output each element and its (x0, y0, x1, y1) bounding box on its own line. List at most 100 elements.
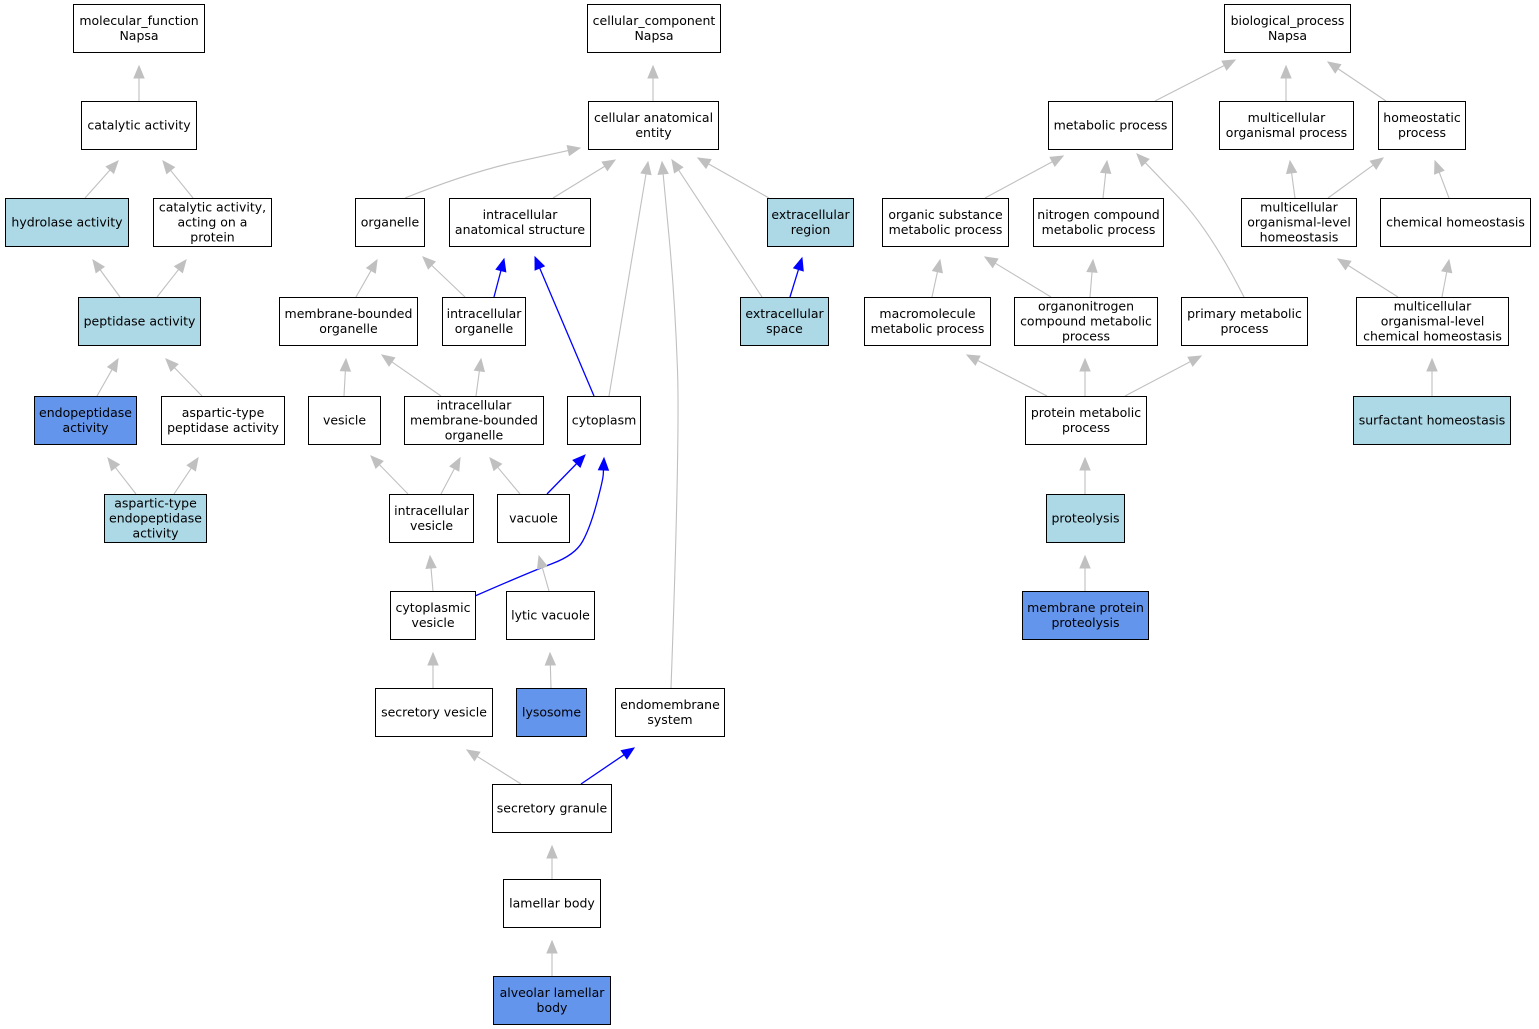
node-vesicle[interactable]: vesicle (308, 396, 381, 445)
node-label-cc-root: Napsa (634, 28, 673, 43)
node-label-chem-homeo: chemical homeostasis (1386, 215, 1525, 230)
edge-secretory-granule-to-endomembrane (580, 747, 636, 785)
edge-endomembrane-to-cae (657, 160, 679, 689)
node-organelle[interactable]: organelle (355, 198, 425, 247)
edge-lytic-vacuole-to-vacuole-arrowhead (536, 554, 548, 570)
edge-organelle-to-cae-line (404, 149, 570, 199)
edge-ias-to-cae-line (552, 165, 606, 199)
node-label-homeostatic: process (1398, 125, 1446, 140)
edge-secretory-vesicle-to-cyto-vesicle (427, 651, 439, 688)
edge-protein-met-to-macromolecule-arrowhead (965, 354, 981, 366)
node-box-lamellar-body (503, 879, 601, 928)
node-label-multi-homeo: multicellular (1260, 200, 1339, 215)
edge-lamellar-body-to-secretory-granule (546, 844, 558, 879)
edge-macromolecule-to-organic-sub-line (931, 270, 939, 298)
node-box-mbo (279, 297, 418, 346)
node-cytoplasm[interactable]: cytoplasm (567, 396, 641, 445)
edge-imbo-to-intra-org-line (475, 369, 481, 397)
edge-endopeptidase-to-peptidase-arrowhead (106, 357, 119, 373)
node-box-vesicle (308, 396, 381, 445)
edge-intra-vesicle-to-vesicle-arrowhead (370, 455, 384, 469)
node-hydrolase[interactable]: hydrolase activity (5, 198, 129, 247)
node-box-homeostatic (1378, 101, 1466, 150)
node-label-membrane-prot: proteolysis (1051, 615, 1119, 630)
edge-secretory-vesicle-to-cyto-vesicle-arrowhead (427, 651, 439, 666)
node-proteolysis[interactable]: proteolysis (1046, 494, 1125, 543)
node-label-endomembrane: endomembrane (620, 697, 720, 712)
edge-endomembrane-to-cae-line (662, 172, 679, 689)
node-lysosome[interactable]: lysosome (516, 688, 587, 737)
node-box-mf-root (73, 4, 205, 53)
node-peptidase[interactable]: peptidase activity (78, 297, 201, 346)
edge-mbo-to-organelle-line (355, 269, 373, 298)
node-lytic-vacuole[interactable]: lytic vacuole (506, 591, 595, 640)
edge-nitrogen-to-metabolic (1099, 159, 1112, 199)
node-surfactant[interactable]: surfactant homeostasis (1353, 396, 1511, 445)
edge-protein-met-to-primary-arrowhead (1187, 355, 1203, 367)
node-box-secretory-granule (492, 784, 612, 833)
node-secretory-vesicle[interactable]: secretory vesicle (375, 688, 493, 737)
edge-macromolecule-to-organic-sub-arrowhead (931, 258, 943, 274)
edge-ias-to-cae (552, 159, 617, 199)
edge-multi-org-to-bp-root-arrowhead (1280, 64, 1292, 79)
edge-ias-to-cae-arrowhead (601, 159, 617, 172)
edge-lytic-vacuole-to-vacuole-line (541, 566, 550, 592)
node-label-multi-homeo: organismal-level (1247, 215, 1351, 230)
edge-catalytic-to-mf-root-arrowhead (133, 64, 145, 79)
node-label-intra-vesicle: intracellular (394, 503, 470, 518)
node-box-intra-vesicle (389, 494, 474, 543)
edge-lysosome-to-lytic-vacuole (544, 651, 557, 689)
edge-peptidase-to-cat-protein-arrowhead (173, 258, 187, 274)
edge-organonitrogen-to-nitrogen-line (1089, 270, 1093, 298)
edge-multi-homeo-to-homeostatic-arrowhead (1369, 157, 1385, 171)
node-label-extra-space: space (766, 321, 803, 336)
node-box-asp-peptidase (161, 396, 285, 445)
node-vacuole[interactable]: vacuole (497, 494, 570, 543)
edge-intra-org-to-ias-arrowhead (495, 257, 507, 273)
node-chem-homeo[interactable]: chemical homeostasis (1380, 198, 1531, 247)
node-secretory-granule[interactable]: secretory granule (492, 784, 612, 833)
edge-multi-homeo-to-multi-org-line (1290, 171, 1296, 199)
edge-primary-to-metabolic (1136, 153, 1245, 298)
edge-cyto-vesicle-to-intra-vesicle-arrowhead (425, 554, 437, 569)
edge-catalytic-to-mf-root (133, 64, 145, 101)
node-catalytic[interactable]: catalytic activity (81, 101, 197, 150)
node-lamellar-body[interactable]: lamellar body (503, 879, 601, 928)
node-metabolic[interactable]: metabolic process (1048, 101, 1173, 150)
edge-intra-org-to-ias (493, 257, 507, 298)
edge-vacuole-to-imbo (489, 457, 521, 495)
edge-multi-org-to-bp-root (1280, 64, 1292, 101)
node-label-surfactant: surfactant homeostasis (1359, 413, 1506, 428)
node-box-cyto-vesicle (390, 591, 476, 640)
